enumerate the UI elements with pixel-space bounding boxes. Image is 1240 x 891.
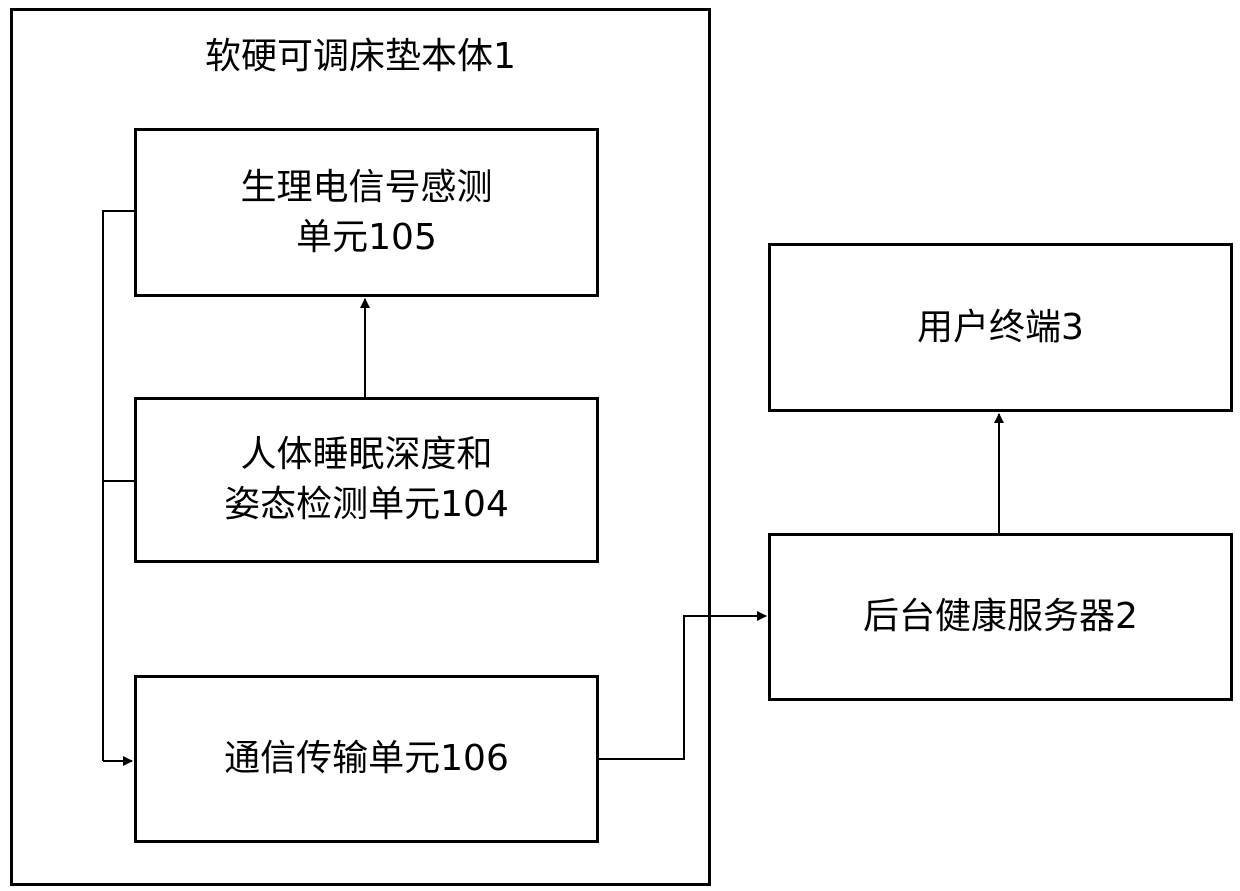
arrow-106-to-server xyxy=(599,616,766,759)
bus-from-105 xyxy=(103,211,134,761)
